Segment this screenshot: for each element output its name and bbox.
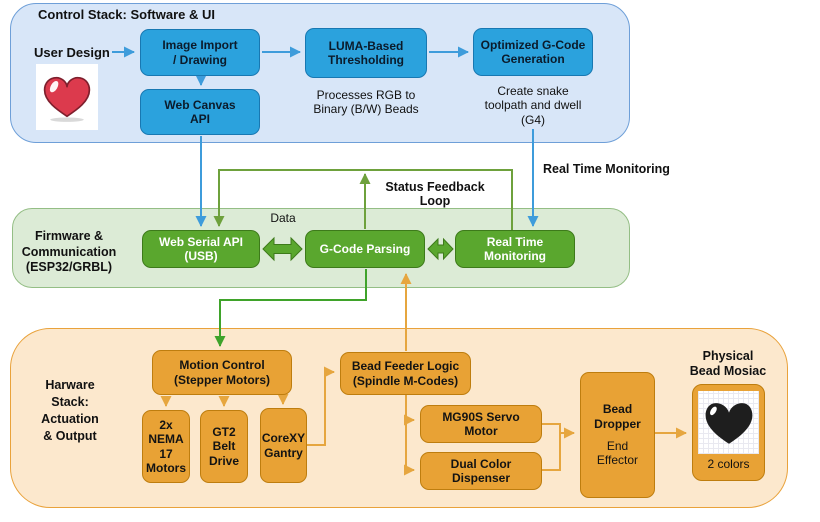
gcode-note: Create snake toolpath and dwell (G4) (484, 84, 582, 127)
mosaic-caption: 2 colors (707, 457, 750, 471)
user-design-heart-image (36, 64, 98, 130)
node-servo-motor: MG90S Servo Motor (420, 405, 542, 443)
status-feedback-label: Status Feedback Loop (385, 180, 485, 209)
bead-dropper-subtitle: End Effector (596, 439, 639, 468)
mosaic-title: Physical Bead Mosiac (689, 349, 767, 378)
node-luma-thresholding: LUMA-Based Thresholding (305, 28, 427, 78)
node-web-canvas-api: Web Canvas API (140, 89, 260, 135)
firmware-label: Firmware & Communication (ESP32/GRBL) (21, 229, 117, 275)
node-gcode-parsing: G-Code Parsing (305, 230, 425, 268)
node-web-serial-api: Web Serial API (USB) (142, 230, 260, 268)
node-nema-motors: 2x NEMA 17 Motors (142, 410, 190, 483)
pixel-heart-icon (705, 402, 752, 444)
node-image-import: Image Import / Drawing (140, 29, 260, 76)
node-gcode-generation: Optimized G-Code Generation (473, 28, 593, 76)
luma-note: Processes RGB to Binary (B/W) Beads (313, 88, 419, 117)
heart-clipart-icon (43, 76, 91, 122)
control-stack-title: Control Stack: Software & UI (38, 7, 215, 22)
node-physical-bead-mosaic: 2 colors (692, 384, 765, 481)
node-dual-color-dispenser: Dual Color Dispenser (420, 452, 542, 490)
node-realtime-monitoring: Real Time Monitoring (455, 230, 575, 268)
node-motion-control: Motion Control (Stepper Motors) (152, 350, 292, 395)
node-bead-feeder-logic: Bead Feeder Logic (Spindle M-Codes) (340, 352, 471, 395)
node-corexy-gantry: CoreXY Gantry (260, 408, 307, 483)
bead-dropper-title: Bead Dropper (594, 402, 641, 431)
realtime-monitoring-label: Real Time Monitoring (543, 162, 670, 176)
hardware-label: Harware Stack: Actuation & Output (41, 378, 99, 443)
bead-mosaic-preview (698, 391, 759, 454)
data-label: Data (270, 211, 296, 225)
user-design-label: User Design (34, 45, 110, 60)
node-gt2-belt: GT2 Belt Drive (200, 410, 248, 483)
node-bead-dropper: Bead Dropper End Effector (580, 372, 655, 498)
